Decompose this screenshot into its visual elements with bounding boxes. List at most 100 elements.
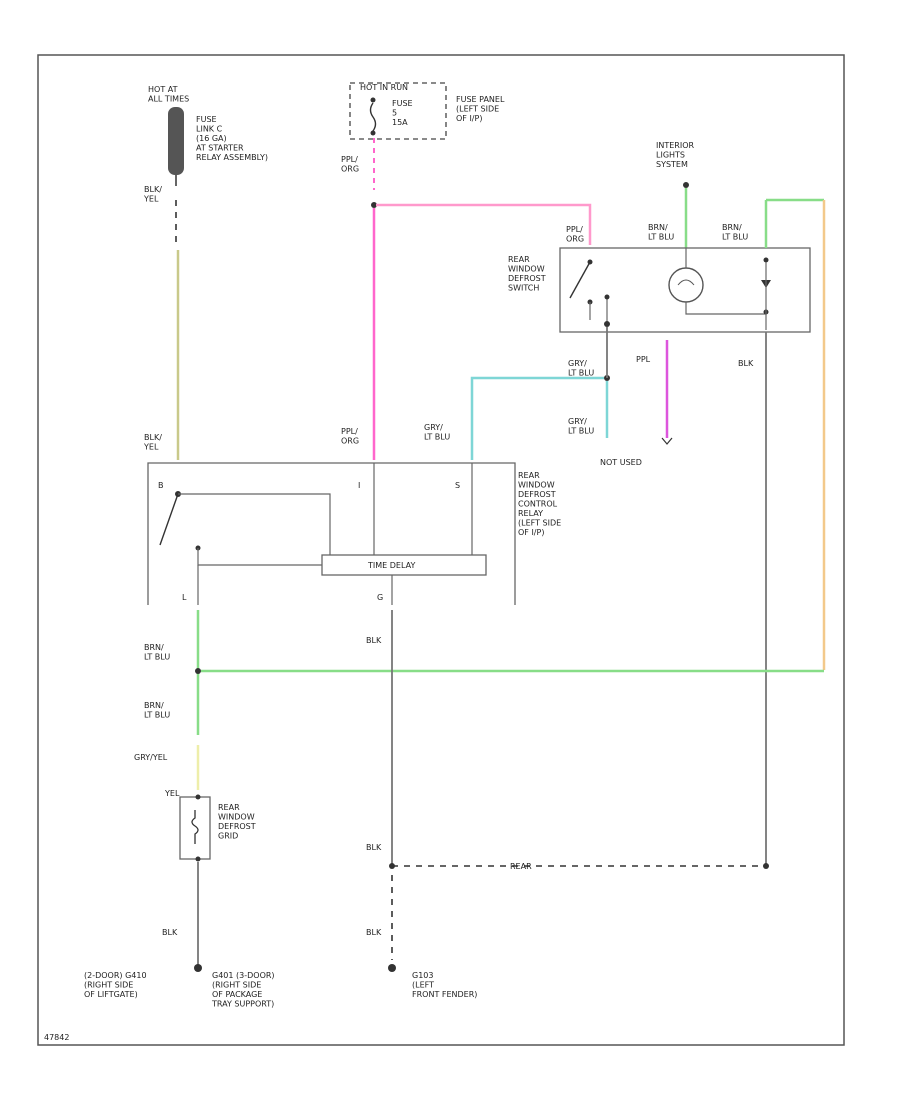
label-line: PPL/ bbox=[341, 155, 358, 164]
label-line: LINK C bbox=[196, 125, 223, 134]
label-line: FUSE bbox=[196, 115, 217, 124]
fuse-link-icon bbox=[168, 107, 184, 186]
label-line: OF I/P) bbox=[456, 114, 482, 123]
label-line: 5 bbox=[392, 109, 397, 118]
lamp-icon bbox=[668, 267, 704, 303]
label-line: G103 bbox=[412, 971, 433, 980]
label-line: RELAY ASSEMBLY) bbox=[196, 153, 268, 162]
relay-internal-1 bbox=[178, 493, 331, 555]
label-line: (RIGHT SIDE bbox=[212, 981, 261, 990]
wire-gry-lt-blu-relay bbox=[470, 376, 604, 460]
blk-bottom-mid-label: BLK bbox=[366, 928, 382, 937]
label-line: REAR bbox=[508, 255, 530, 264]
ppl-label: PPL bbox=[636, 355, 651, 364]
brn-lt-blu-c-label: BRN/LT BLU bbox=[144, 643, 170, 662]
label-line: LT BLU bbox=[722, 233, 748, 242]
label-line: REAR bbox=[218, 803, 240, 812]
label-line: WINDOW bbox=[518, 481, 555, 490]
label-line: (LEFT SIDE bbox=[518, 519, 561, 528]
brn-lt-blu-a-label: BRN/LT BLU bbox=[648, 223, 674, 242]
label-line: GRID bbox=[218, 832, 238, 841]
label-line: HOT AT bbox=[148, 85, 178, 94]
label-line: REAR bbox=[518, 471, 540, 480]
label-line: (LEFT SIDE bbox=[456, 105, 499, 114]
label-line: DEFROST bbox=[508, 274, 546, 283]
label-line: RELAY bbox=[518, 509, 543, 518]
relay-box bbox=[147, 462, 516, 605]
label-line: ORG bbox=[566, 235, 584, 244]
label-line: LT BLU bbox=[424, 433, 450, 442]
brn-lt-blu-b-label: BRN/LT BLU bbox=[722, 223, 748, 242]
pin-label-b: B bbox=[158, 481, 164, 490]
blk-yel-top-label: BLK/YEL bbox=[143, 185, 162, 204]
label-line: BRN/ bbox=[144, 643, 164, 652]
label-line: ORG bbox=[341, 165, 359, 174]
figure-code: 47842 bbox=[44, 1033, 69, 1042]
switch-term-b bbox=[604, 321, 610, 327]
label-line: SYSTEM bbox=[656, 160, 688, 169]
label-line: YEL bbox=[143, 195, 159, 204]
label-line: BLK/ bbox=[144, 185, 162, 194]
label-line: BRN/ bbox=[144, 701, 164, 710]
label-line: (16 GA) bbox=[196, 134, 227, 143]
grid-term-bottom bbox=[195, 856, 201, 862]
not-used-label: NOT USED bbox=[600, 458, 642, 467]
blk-g-label: BLK bbox=[366, 636, 382, 645]
blk-mid-label: BLK bbox=[366, 843, 382, 852]
label-line: LT BLU bbox=[144, 711, 170, 720]
label-line: PPL/ bbox=[566, 225, 583, 234]
label-line: BRN/ bbox=[722, 223, 742, 232]
label-line: LIGHTS bbox=[656, 151, 685, 160]
label-line: OF LIFTGATE) bbox=[84, 990, 138, 999]
label-line: DEFROST bbox=[518, 490, 556, 499]
label-line: LT BLU bbox=[144, 653, 170, 662]
ground-icon bbox=[194, 964, 202, 972]
gry-lt-blu-b-label: GRY/LT BLU bbox=[568, 417, 594, 436]
label-line: LT BLU bbox=[568, 427, 594, 436]
switch-icon bbox=[569, 259, 593, 305]
label-line: (RIGHT SIDE bbox=[84, 981, 133, 990]
label-line: OF PACKAGE bbox=[212, 990, 262, 999]
splice-interior-lights bbox=[683, 182, 689, 188]
rear-label: REAR bbox=[510, 862, 532, 871]
label-line: (2-DOOR) G410 bbox=[84, 971, 147, 980]
yel-label: YEL bbox=[164, 789, 180, 798]
label-line: G401 (3-DOOR) bbox=[212, 971, 275, 980]
label-line: LT BLU bbox=[568, 369, 594, 378]
grid-term-top bbox=[195, 794, 201, 800]
label-line: OF I/P) bbox=[518, 528, 544, 537]
switch-term-a bbox=[604, 294, 610, 300]
blk-right-label: BLK bbox=[738, 359, 754, 368]
label-line: FRONT FENDER) bbox=[412, 990, 477, 999]
label-line: GRY/ bbox=[568, 417, 587, 426]
blk-yel-relay-label: BLK/YEL bbox=[143, 433, 162, 452]
label-line: LT BLU bbox=[648, 233, 674, 242]
relay-internal-l bbox=[197, 548, 322, 566]
label-line: FUSE bbox=[392, 99, 413, 108]
gry-lt-blu-relay-label: GRY/LT BLU bbox=[424, 423, 450, 442]
label-line: CONTROL bbox=[518, 500, 558, 509]
label-line: ORG bbox=[341, 437, 359, 446]
label-line: DEFROST bbox=[218, 822, 256, 831]
label-line: WINDOW bbox=[508, 265, 545, 274]
relay-contact-icon bbox=[159, 493, 201, 551]
label-line: AT STARTER bbox=[196, 144, 244, 153]
label-line: BLK/ bbox=[144, 433, 162, 442]
splice-ppl-org bbox=[371, 202, 377, 208]
label-line: GRY/ bbox=[424, 423, 443, 432]
label-line: FUSE PANEL bbox=[456, 95, 505, 104]
lamp-return-wire bbox=[685, 302, 766, 315]
splice-brn-lt-blu bbox=[195, 668, 201, 674]
brn-lt-blu-d-label: BRN/LT BLU bbox=[144, 701, 170, 720]
pin-label-s: S bbox=[455, 481, 460, 490]
